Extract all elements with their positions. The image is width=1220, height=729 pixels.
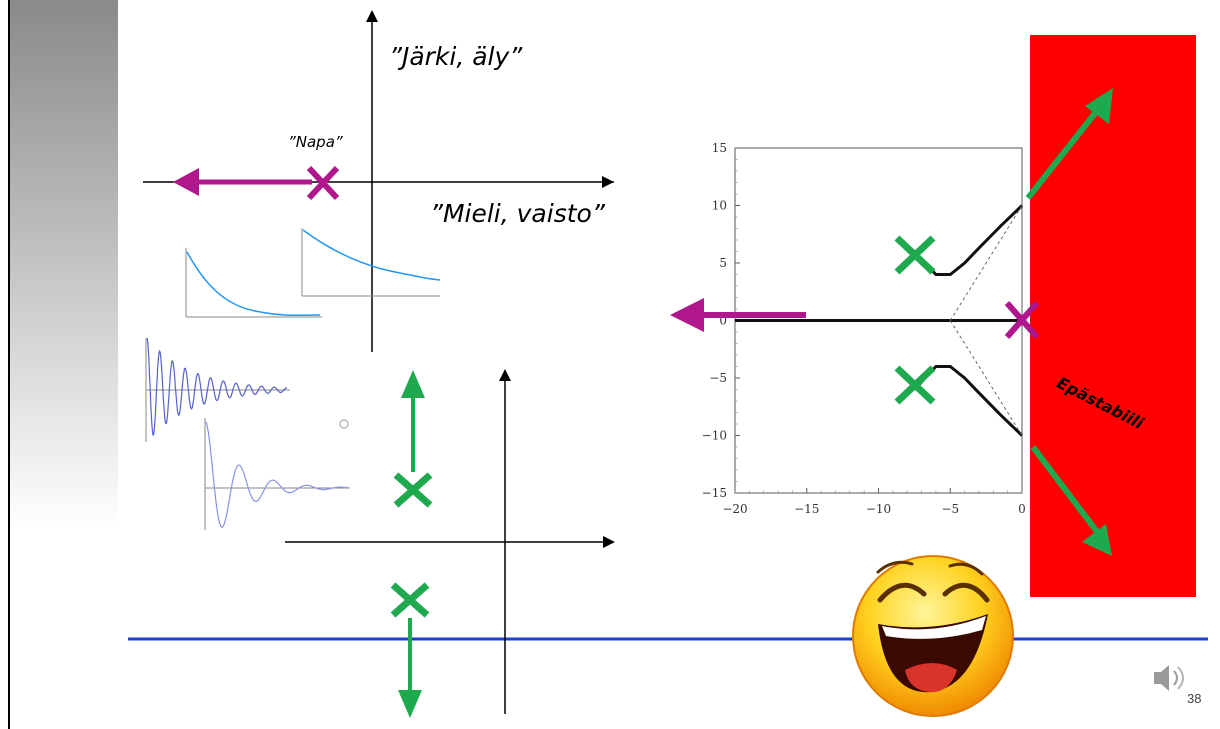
x-tick-label: −20 <box>722 502 747 516</box>
x-tick-label: −10 <box>866 502 891 516</box>
speaker-icon[interactable] <box>1150 660 1190 696</box>
label-instinct: ”Mieli, vaisto” <box>430 199 605 228</box>
y-tick-label: 5 <box>719 256 727 270</box>
locus-branch-1 <box>913 204 1024 276</box>
pole-green-upper <box>393 370 433 508</box>
bottom-axes <box>285 369 615 714</box>
pole-green-locus-lower <box>894 365 936 405</box>
arrow-green-down-right <box>1030 445 1112 556</box>
pole-green-lower <box>390 582 430 718</box>
faint-dot <box>339 419 349 429</box>
label-pole: ”Napa” <box>288 133 343 151</box>
oscillation-plot-1 <box>145 337 290 442</box>
x-tick-label: −5 <box>941 502 959 516</box>
root-locus-plot: −20 −15 −10 −5 0 15 10 5 0 −5 −10 −15 <box>702 141 1026 516</box>
x-tick-label: −15 <box>794 502 819 516</box>
slide-left-border <box>8 0 10 729</box>
locus-branch-3 <box>949 205 1023 321</box>
side-gradient-bar <box>10 0 118 530</box>
locus-branch-4 <box>949 320 1023 436</box>
y-tick-label: −15 <box>702 486 727 500</box>
y-tick-label: 0 <box>719 314 727 328</box>
arrow-green-up-right <box>1025 88 1113 200</box>
pole-magenta-right <box>670 298 1040 339</box>
pole-green-locus-upper <box>894 235 936 275</box>
decay-plot-1 <box>185 248 322 318</box>
oscillation-plot-2 <box>204 418 350 530</box>
label-reason: ”Järki, äly” <box>389 42 523 71</box>
y-tick-label: −5 <box>709 371 727 385</box>
y-tick-label: −10 <box>702 429 727 443</box>
unstable-region <box>1030 35 1196 597</box>
y-tick-label: 15 <box>712 141 727 155</box>
locus-branch-2 <box>913 365 1024 437</box>
pole-magenta-left <box>173 165 340 201</box>
page-number: 38 <box>1187 691 1202 706</box>
laughing-smiley-icon <box>852 555 1014 717</box>
x-tick-label: 0 <box>1018 502 1026 516</box>
y-tick-label: 10 <box>712 199 727 213</box>
decay-plot-2 <box>301 228 441 297</box>
